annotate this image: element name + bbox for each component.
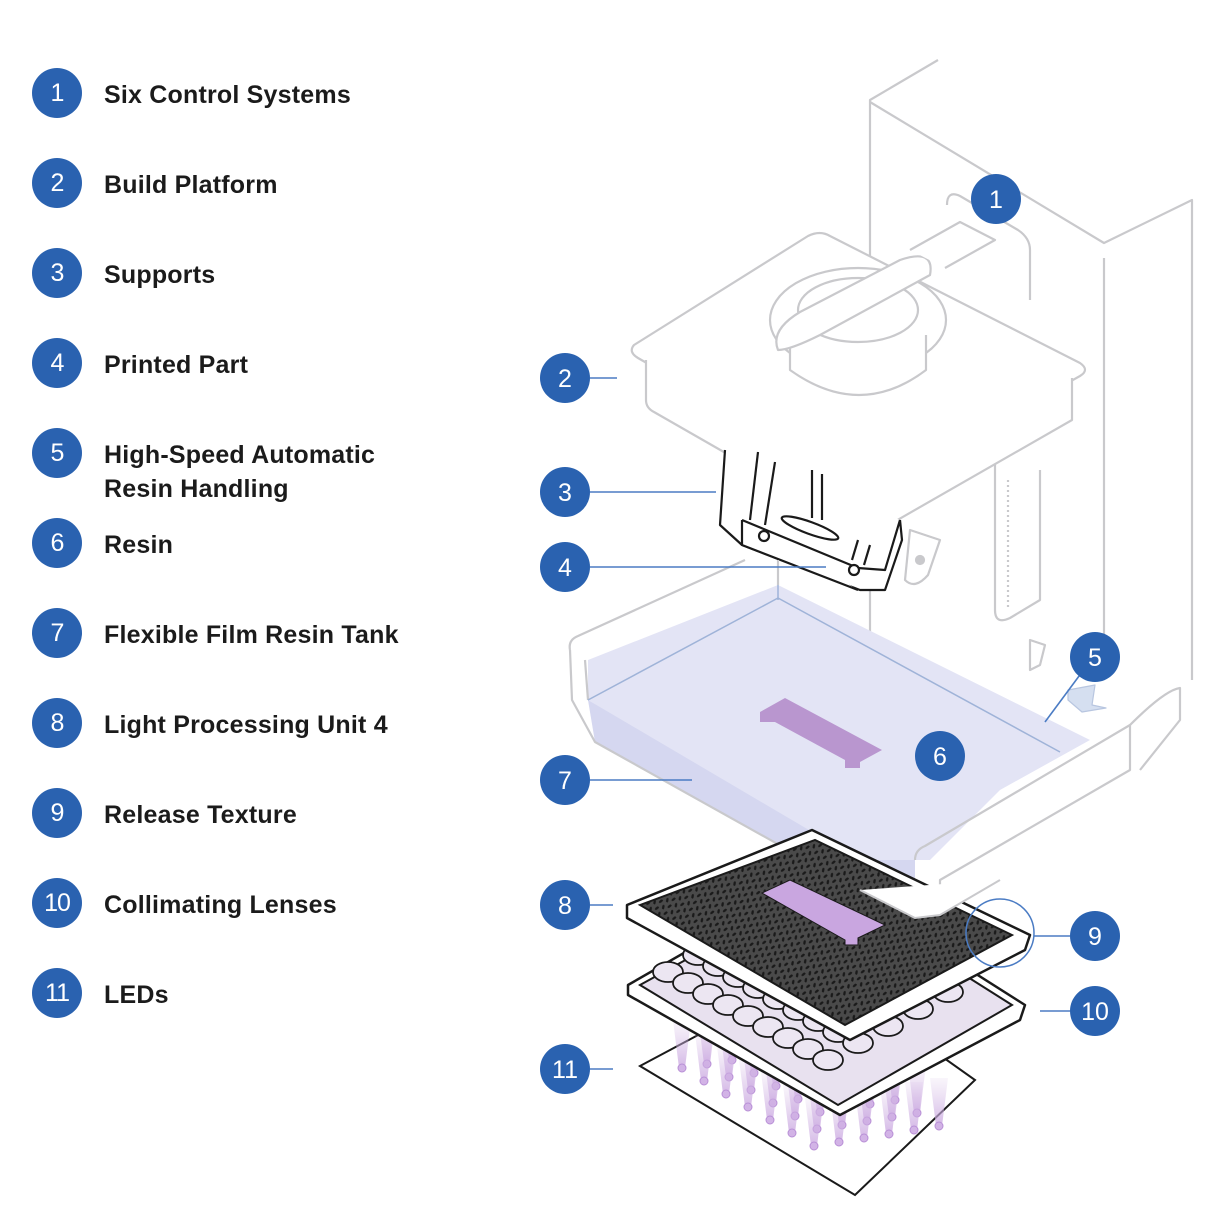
led-beam	[761, 1072, 779, 1120]
led-icon	[765, 1115, 775, 1125]
led-beam	[930, 1078, 948, 1126]
legend-label: Resin	[104, 531, 174, 559]
led-beam	[673, 1020, 691, 1068]
lens-cell	[812, 1049, 844, 1071]
legend-label: Collimating Lenses	[104, 891, 337, 919]
legend-item-resin: 6 Resin	[32, 518, 444, 568]
led-icon	[743, 1102, 753, 1112]
legend-item-light-processing-unit: 8 Light Processing Unit 4	[32, 698, 444, 748]
legend-item-collimating-lenses: 10 Collimating Lenses	[32, 878, 444, 928]
callout-number: 10	[1081, 998, 1109, 1026]
led-beam	[805, 1098, 823, 1146]
callout-7: 7	[540, 755, 590, 805]
callout-number: 2	[558, 365, 572, 393]
callout-number: 9	[1088, 923, 1102, 951]
callout-4: 4	[540, 542, 590, 592]
led-icon	[787, 1128, 797, 1138]
legend-badge: 3	[32, 248, 82, 298]
callout-8: 8	[540, 880, 590, 930]
legend-label: Flexible Film Resin Tank	[104, 621, 399, 649]
release-texture-highlight	[965, 898, 1035, 968]
part-silhouette	[760, 698, 882, 768]
led-icon	[677, 1063, 687, 1073]
legend-badge: 8	[32, 698, 82, 748]
legend-badge: 9	[32, 788, 82, 838]
legend-badge: 7	[32, 608, 82, 658]
callout-number: 4	[558, 554, 572, 582]
callout-number: 5	[1088, 644, 1102, 672]
led-icon	[721, 1089, 731, 1099]
led-beam	[880, 1086, 898, 1134]
legend-label: Supports	[104, 261, 216, 289]
legend-label: Release Texture	[104, 801, 297, 829]
legend-label: Six Control Systems	[104, 81, 351, 109]
legend-badge: 5	[32, 428, 82, 478]
legend-badge: 2	[32, 158, 82, 208]
legend-badge: 10	[32, 878, 82, 928]
callout-9: 9	[1070, 911, 1120, 961]
legend: 1 Six Control Systems 2 Build Platform 3…	[0, 0, 480, 1232]
resin-flow-arrow-icon	[1067, 684, 1107, 713]
legend-label: Light Processing Unit 4	[104, 711, 388, 739]
legend-badge: 1	[32, 68, 82, 118]
legend-badge: 4	[32, 338, 82, 388]
led-icon	[909, 1125, 919, 1135]
callout-1: 1	[971, 174, 1021, 224]
legend-item-supports: 3 Supports	[32, 248, 444, 298]
led-beam	[905, 1082, 923, 1130]
callout-6: 6	[915, 731, 965, 781]
callout-5: 5	[1070, 632, 1120, 682]
part-exposure	[760, 879, 887, 946]
led-icon	[809, 1141, 819, 1151]
light-processing-unit	[625, 828, 1032, 1042]
legend-label: Build Platform	[104, 171, 278, 199]
led-icon	[699, 1076, 709, 1086]
led-beam	[695, 1033, 713, 1081]
callout-number: 7	[558, 767, 572, 795]
led-icon	[934, 1121, 944, 1131]
legend-item-build-platform: 2 Build Platform	[32, 158, 444, 208]
build-platform	[630, 220, 1087, 534]
led-beam	[717, 1046, 735, 1094]
legend-badge: 6	[32, 518, 82, 568]
legend-label: Printed Part	[104, 351, 249, 379]
callout-number: 3	[558, 479, 572, 507]
callout-number: 6	[933, 743, 947, 771]
callout-number: 11	[552, 1056, 578, 1084]
legend-item-printed-part: 4 Printed Part	[32, 338, 444, 388]
legend-badge: 11	[32, 968, 82, 1018]
led-icon	[859, 1133, 869, 1143]
legend-label: LEDs	[104, 981, 169, 1009]
led-icon	[884, 1129, 894, 1139]
legend-item-resin-tank: 7 Flexible Film Resin Tank	[32, 608, 444, 658]
legend-item-leds: 11 LEDs	[32, 968, 444, 1018]
legend-item-six-control-systems: 1 Six Control Systems	[32, 68, 444, 118]
leader-lines	[590, 377, 1086, 1070]
callout-number: 8	[558, 892, 572, 920]
callout-2: 2	[540, 353, 590, 403]
callout-10: 10	[1070, 986, 1120, 1036]
callout-number: 1	[989, 186, 1003, 214]
led-beam	[783, 1085, 801, 1133]
led-beam	[739, 1059, 757, 1107]
callout-11: 11	[540, 1044, 590, 1094]
legend-label: High-Speed Automatic Resin Handling	[104, 441, 376, 503]
legend-item-resin-handling: 5 High-Speed Automatic Resin Handling	[32, 428, 424, 506]
callout-3: 3	[540, 467, 590, 517]
printed-part-and-supports	[718, 449, 904, 592]
legend-item-release-texture: 9 Release Texture	[32, 788, 444, 838]
led-icon	[834, 1137, 844, 1147]
